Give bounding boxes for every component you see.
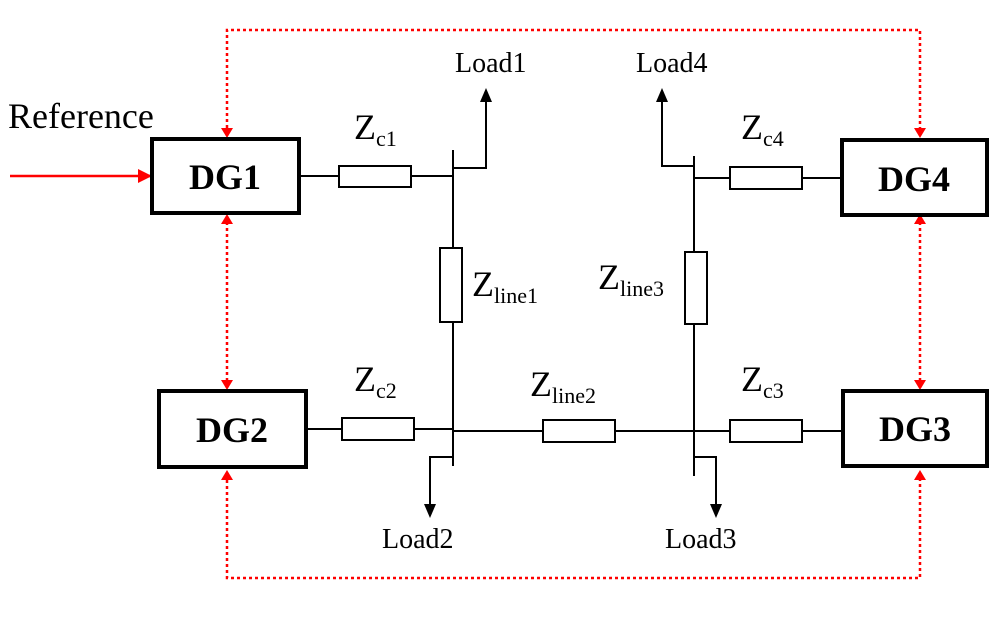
load3-label: Load3 [665,524,737,555]
zline1-label: Zline1 [472,264,538,308]
dg2-box [157,389,308,469]
load4-arrow [656,88,668,102]
comm-arrow-dg2-bottom [221,470,233,480]
impedance-labels: Zc1 Zc2 Zc3 Zc4 Zline1 Zline2 Zline3 [354,107,784,408]
zc2-resistor [341,417,415,441]
communication-arrowheads [221,128,926,480]
load1-label: Load1 [455,48,527,79]
comm-arrow-dg1-bottom [221,214,233,224]
comm-arrow-dg3-top [914,380,926,390]
comm-arrow-dg2-top [221,380,233,390]
zline3-resistor [684,251,708,325]
comm-arrow-dg1-top [221,128,233,138]
zc3-label: Zc3 [741,359,784,403]
communication-links [225,28,922,580]
generator-labels: DG1 DG2 DG3 DG4 [189,157,951,450]
load2-label: Load2 [382,524,454,555]
zline3-label: Zline3 [598,257,664,301]
zc3-resistor [729,419,803,443]
zc4-label: Zc4 [741,107,784,151]
load3-arrow [710,504,722,518]
dg4-label: DG4 [878,159,950,199]
dg2-label: DG2 [196,410,268,450]
comm-arrow-dg4-top [914,128,926,138]
dg1-box [150,137,301,215]
zc1-resistor [338,165,412,188]
comm-link-dg2-dg3 [225,480,922,580]
load1-arrow [480,88,492,102]
dg4-box [840,138,989,217]
load4-label: Load4 [636,48,708,79]
power-wiring [299,96,842,510]
zc4-resistor [729,166,803,190]
zc1-label: Zc1 [354,107,397,151]
comm-link-dg1-dg4 [225,28,922,128]
load-arrowheads [424,88,722,518]
load-labels: Load1 Load2 Load3 Load4 [382,48,737,555]
zc2-label: Zc2 [354,359,397,403]
zline2-label: Zline2 [530,364,596,408]
comm-arrow-dg3-bottom [914,470,926,480]
dg1-label: DG1 [189,157,261,197]
zline1-resistor [439,247,463,323]
reference-label: Reference [8,96,154,136]
comm-arrow-dg4-bottom [914,214,926,224]
generator-boxes [150,137,989,469]
dg3-box [841,389,989,468]
zline2-resistor [542,419,616,443]
dg3-label: DG3 [879,409,951,449]
load2-arrow [424,504,436,518]
impedance-elements [338,165,803,443]
